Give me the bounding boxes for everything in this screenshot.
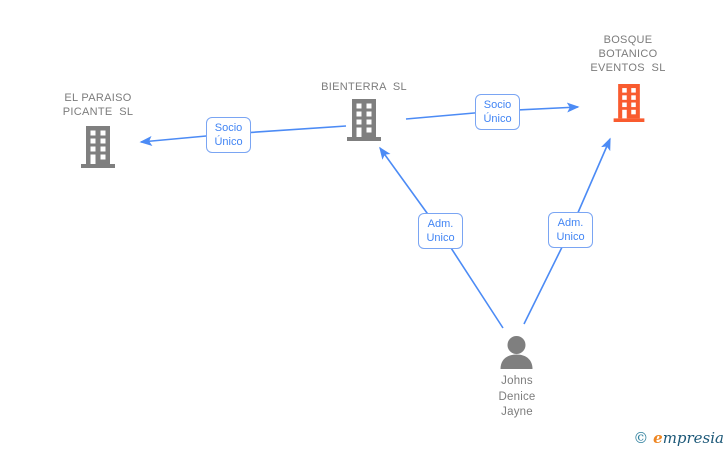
company-label-bienterra[interactable]: BIENTERRA SL (284, 80, 444, 94)
edge-label-line: Socio (214, 122, 243, 134)
bosque-building-icon[interactable] (612, 84, 646, 122)
company-name-line: PICANTE SL (62, 106, 134, 118)
edge-label-line: Adm. (427, 218, 454, 230)
edge-label-adm-unico-left: Adm. Unico (418, 213, 463, 249)
edge-label-line: Unico (426, 232, 455, 244)
brand-rest: mpresia (662, 429, 724, 447)
edge-label-line: Único (483, 113, 512, 125)
person-name-line: Denice (498, 390, 536, 403)
person-name-line: Jayne (501, 406, 533, 418)
person-label-johns-denice-jayne[interactable]: Johns Denice Jayne (437, 374, 597, 421)
company-label-bosque-botanico[interactable]: BOSQUE BOTANICO EVENTOS SL (548, 33, 708, 75)
company-name-line: BOSQUE (603, 34, 653, 46)
company-name-line: BIENTERRA SL (321, 81, 407, 93)
edge-label-line: Unico (556, 231, 585, 243)
company-name-line: EL PARAISO (64, 92, 132, 104)
company-label-el-paraiso-picante[interactable]: EL PARAISO PICANTE SL (18, 91, 178, 119)
person-name-line: Johns (501, 375, 533, 387)
edge-label-line: Único (214, 136, 243, 148)
edge-label-line: Adm. (557, 217, 584, 229)
edge-label-socio-unico-left: Socio Único (206, 117, 251, 153)
person-icon[interactable] (498, 336, 535, 369)
edge-label-adm-unico-right: Adm. Unico (548, 212, 593, 248)
empresia-logo[interactable]: © empresia (633, 429, 724, 447)
company-name-line: EVENTOS SL (590, 62, 666, 74)
edge-label-line: Socio (483, 99, 512, 111)
brand-first-letter: e (653, 429, 663, 447)
copyright-symbol: © (633, 429, 649, 447)
bienterra-building-icon[interactable] (347, 99, 381, 141)
edge-label-socio-unico-right: Socio Único (475, 94, 520, 130)
company-name-line: BOTANICO (598, 48, 658, 60)
el-paraiso-building-icon[interactable] (81, 126, 115, 168)
